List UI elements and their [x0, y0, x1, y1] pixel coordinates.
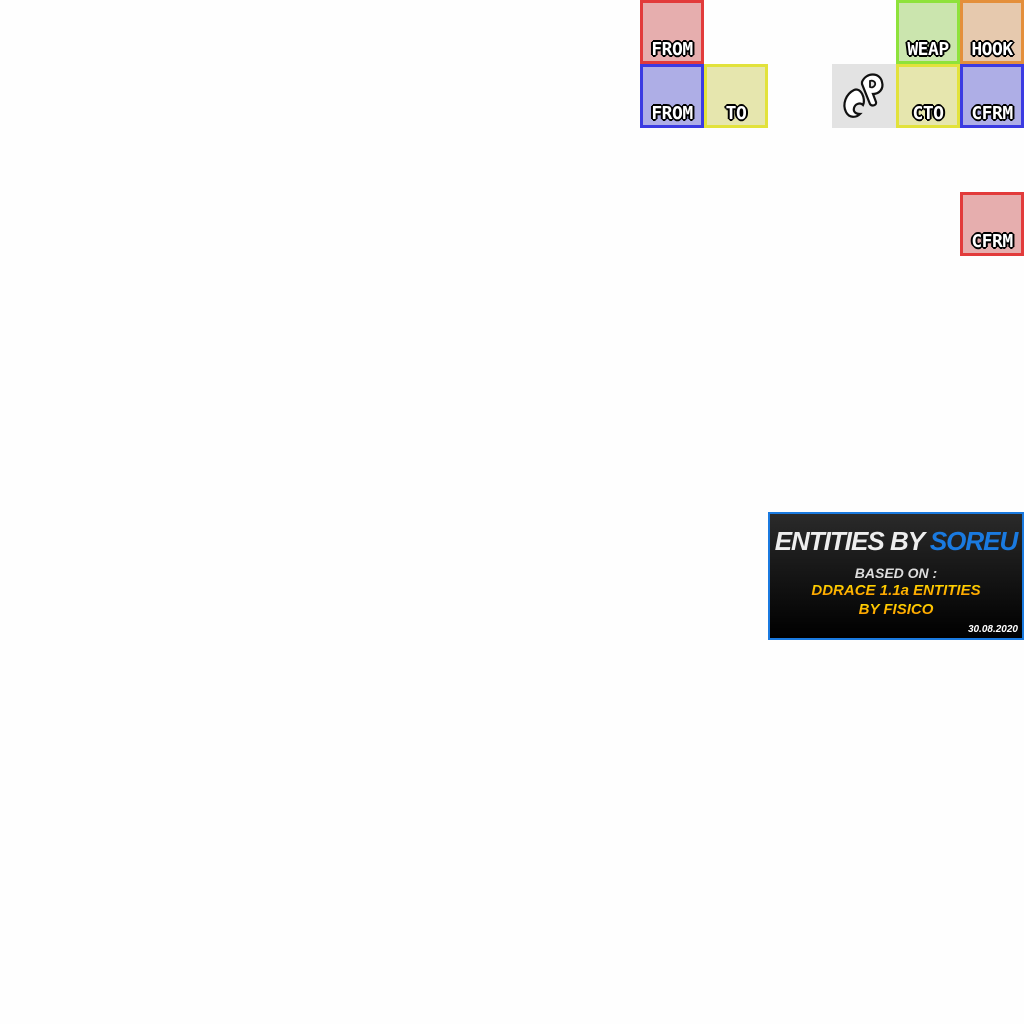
tile-label: TO — [725, 103, 747, 124]
tile-from-red: FROM — [640, 0, 704, 64]
tile-to: TO — [704, 64, 768, 128]
tile-cto: CTO — [896, 64, 960, 128]
tile-label: FROM — [651, 103, 693, 124]
tile-label: CTO — [912, 103, 944, 124]
tile-cfrm-red: CFRM — [960, 192, 1024, 256]
cp-logo-icon — [843, 73, 884, 118]
banner-date: 30.08.2020 — [967, 624, 1018, 635]
banner-title-text: ENTITIES BY — [774, 526, 925, 556]
tile-from-blue: FROM — [640, 64, 704, 128]
banner-author: SOREU — [929, 526, 1018, 556]
tile-cp-logo — [832, 64, 896, 128]
banner-line1: DDRACE 1.1a ENTITIES — [770, 581, 1022, 600]
tile-label: CFRM — [971, 103, 1013, 124]
banner-title: ENTITIES BY SOREU — [770, 526, 1022, 557]
tile-cfrm-blue: CFRM — [960, 64, 1024, 128]
banner-line2: BY FISICO — [770, 600, 1022, 619]
credits-banner: ENTITIES BY SOREU BASED ON : DDRACE 1.1a… — [768, 512, 1024, 640]
tile-label: FROM — [651, 39, 693, 60]
banner-based-on: BASED ON : — [854, 565, 938, 581]
tile-hook: HOOK — [960, 0, 1024, 64]
tile-label: CFRM — [971, 231, 1013, 252]
tile-label: WEAP — [907, 39, 949, 60]
tile-label: HOOK — [971, 39, 1013, 60]
tile-weap: WEAP — [896, 0, 960, 64]
